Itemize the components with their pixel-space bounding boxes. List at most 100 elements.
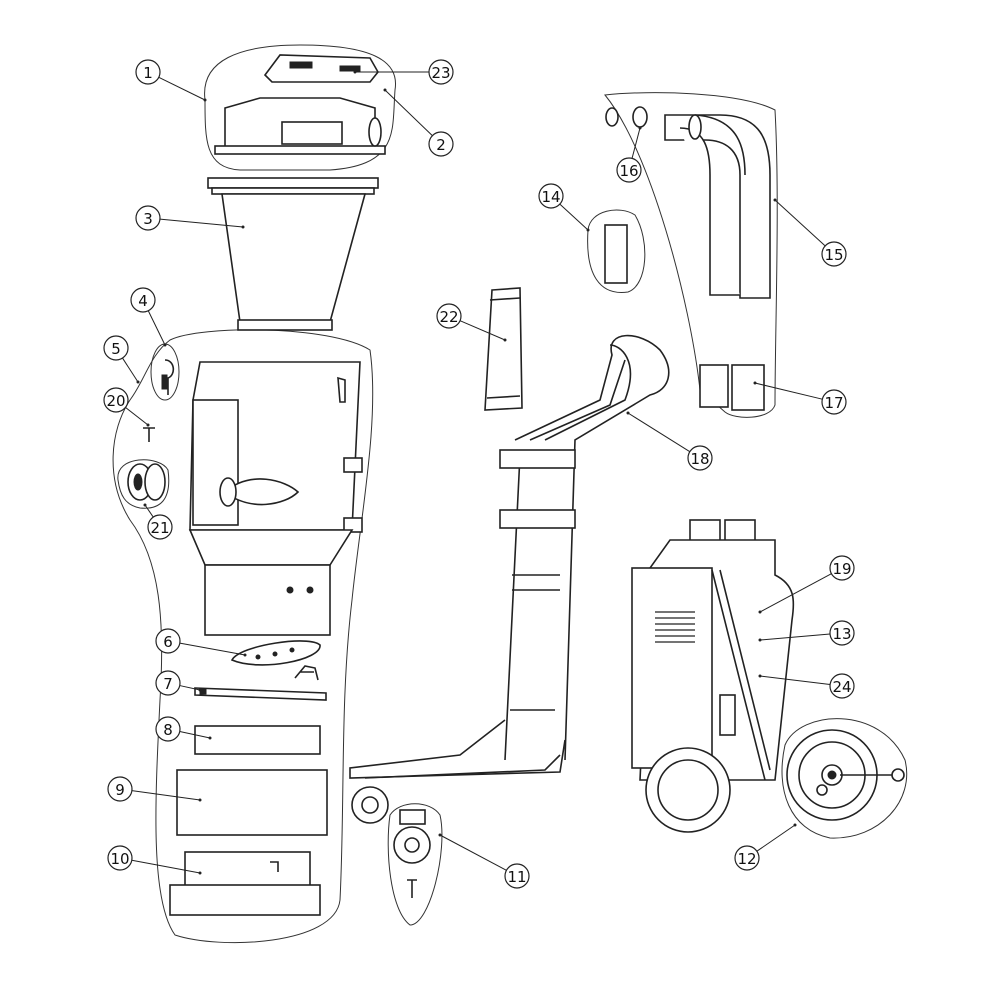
leader-line	[179, 685, 201, 691]
callout-8: 8	[155, 716, 212, 742]
leader-dot	[758, 674, 762, 678]
group-outline-12	[781, 718, 908, 839]
leader-dot	[626, 411, 630, 415]
callout-number: 3	[143, 210, 153, 228]
callout-circle	[436, 303, 462, 329]
callout-10: 10	[107, 845, 202, 875]
callout-18: 18	[626, 411, 713, 471]
part-wheel	[786, 729, 905, 821]
callout-23: 23	[353, 59, 454, 85]
leader-line	[179, 642, 246, 656]
leader-dot	[758, 638, 762, 642]
callout-number: 4	[138, 292, 148, 310]
part-tape-roll	[117, 459, 170, 509]
callout-number: 18	[690, 450, 709, 468]
callout-circle	[135, 59, 161, 85]
part-handle-top	[263, 54, 379, 83]
callout-circle	[734, 845, 760, 871]
callout-number: 23	[431, 64, 450, 82]
callout-circle	[821, 389, 847, 415]
callout-19: 19	[758, 555, 855, 614]
leader-line	[559, 203, 589, 231]
callout-number: 13	[832, 625, 851, 643]
callout-number: 20	[106, 392, 125, 410]
leader-dot	[758, 610, 762, 614]
part-plate	[230, 640, 321, 681]
callout-circle	[538, 183, 564, 209]
part-filter-14	[604, 224, 628, 284]
callout-9: 9	[107, 776, 202, 802]
leader-dot	[793, 823, 797, 827]
part-bracket-22	[484, 287, 523, 411]
leader-line	[125, 406, 149, 426]
callout-number: 6	[163, 633, 173, 651]
leader-line	[159, 218, 244, 228]
callout-circle	[107, 845, 133, 871]
callout-circle	[155, 628, 181, 654]
group-outline-14	[587, 209, 646, 293]
leader-dot	[198, 871, 202, 875]
leader-dot	[753, 381, 757, 385]
leader-dot	[773, 198, 777, 202]
part-lid	[214, 97, 386, 155]
leader-dot	[198, 688, 202, 692]
callout-16: 16	[616, 126, 642, 183]
leader-dot	[383, 88, 387, 92]
group-outline-lid	[204, 44, 397, 171]
leader-line	[131, 790, 201, 801]
leader-line	[179, 731, 211, 739]
part-separator-housing	[188, 361, 363, 636]
callout-15: 15	[773, 198, 847, 267]
group-outline-11	[387, 803, 443, 926]
callout-number: 10	[110, 850, 129, 868]
callout-circle	[616, 157, 642, 183]
leader-line	[439, 834, 507, 871]
leader-line	[774, 199, 826, 247]
leader-line	[759, 675, 831, 686]
callout-circle	[428, 131, 454, 157]
callout-number: 2	[436, 136, 446, 154]
callout-number: 22	[439, 308, 458, 326]
leader-dot	[438, 833, 442, 837]
callout-circle	[107, 776, 133, 802]
leader-dot	[136, 380, 140, 384]
callout-2: 2	[383, 88, 454, 157]
callout-24: 24	[758, 673, 855, 699]
leader-line	[756, 824, 796, 852]
callout-circle	[821, 241, 847, 267]
callout-number: 8	[163, 721, 173, 739]
callout-circle	[103, 335, 129, 361]
callout-20: 20	[103, 387, 150, 427]
callout-circle	[103, 387, 129, 413]
leader-dot	[503, 338, 507, 342]
callout-circle	[687, 445, 713, 471]
callout-6: 6	[155, 628, 247, 657]
leader-line	[459, 320, 506, 341]
callout-number: 11	[507, 868, 526, 886]
leader-line	[147, 310, 166, 346]
part-assembled-unit	[631, 519, 795, 833]
callout-17: 17	[753, 381, 847, 415]
part-hoses	[605, 106, 771, 411]
leader-dot	[143, 503, 147, 507]
callout-22: 22	[436, 303, 507, 342]
leader-dot	[208, 736, 212, 740]
callout-number: 24	[832, 678, 851, 696]
callout-number: 17	[824, 394, 843, 412]
callout-11: 11	[438, 833, 530, 889]
callout-number: 9	[115, 781, 125, 799]
leader-line	[631, 127, 641, 159]
callout-number: 14	[541, 188, 560, 206]
leader-dot	[353, 70, 357, 74]
leader-dot	[241, 225, 245, 229]
part-panel-9	[176, 769, 328, 836]
leader-dot	[146, 423, 150, 427]
callout-circle	[135, 205, 161, 231]
callout-number: 19	[832, 560, 851, 578]
leader-line	[144, 504, 154, 518]
group-outline-body	[112, 329, 374, 944]
callout-21: 21	[143, 503, 173, 540]
leader-dot	[203, 98, 207, 102]
